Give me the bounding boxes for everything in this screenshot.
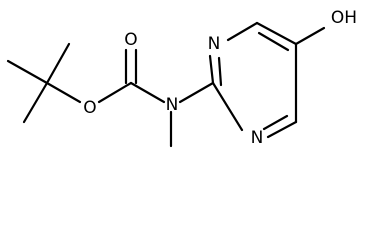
atom-carbonyl-oxygen: O [124, 30, 137, 50]
bond-c2-n1 [208, 54, 215, 85]
bond-n3-c2 [211, 81, 244, 132]
bond-tbu-c-methyl-bottom-left [22, 81, 49, 124]
atom-ester-oxygen: O [83, 98, 96, 118]
bond-c2-n1-inner [217, 56, 223, 87]
atom-hydroxyl: OH [331, 8, 357, 28]
bond-c6-c5 [255, 21, 298, 46]
bond-c6-c5-inner [257, 31, 290, 52]
bond-c5-oh [294, 26, 326, 46]
bond-n-ring-c2 [178, 81, 215, 104]
bond-ester-o-carbonyl-c [97, 81, 133, 104]
bond-carbonyl-c-n [129, 81, 166, 104]
bond-c4-n3 [266, 120, 298, 139]
bond-c4-n3-inner [262, 114, 289, 131]
chemical-structure: O O N N N OH [6, 8, 357, 148]
atom-ring-nitrogen-bottom: N [251, 128, 264, 148]
bond-tbu-c-methyl-top [45, 42, 71, 85]
bond-n1-c6 [226, 21, 259, 42]
bond-tbu-c-methyl-top-left [6, 59, 49, 85]
bond-tbu-c-ester-o [45, 81, 82, 104]
atom-amide-nitrogen: N [166, 95, 179, 115]
atom-ring-nitrogen-top: N [208, 34, 221, 54]
